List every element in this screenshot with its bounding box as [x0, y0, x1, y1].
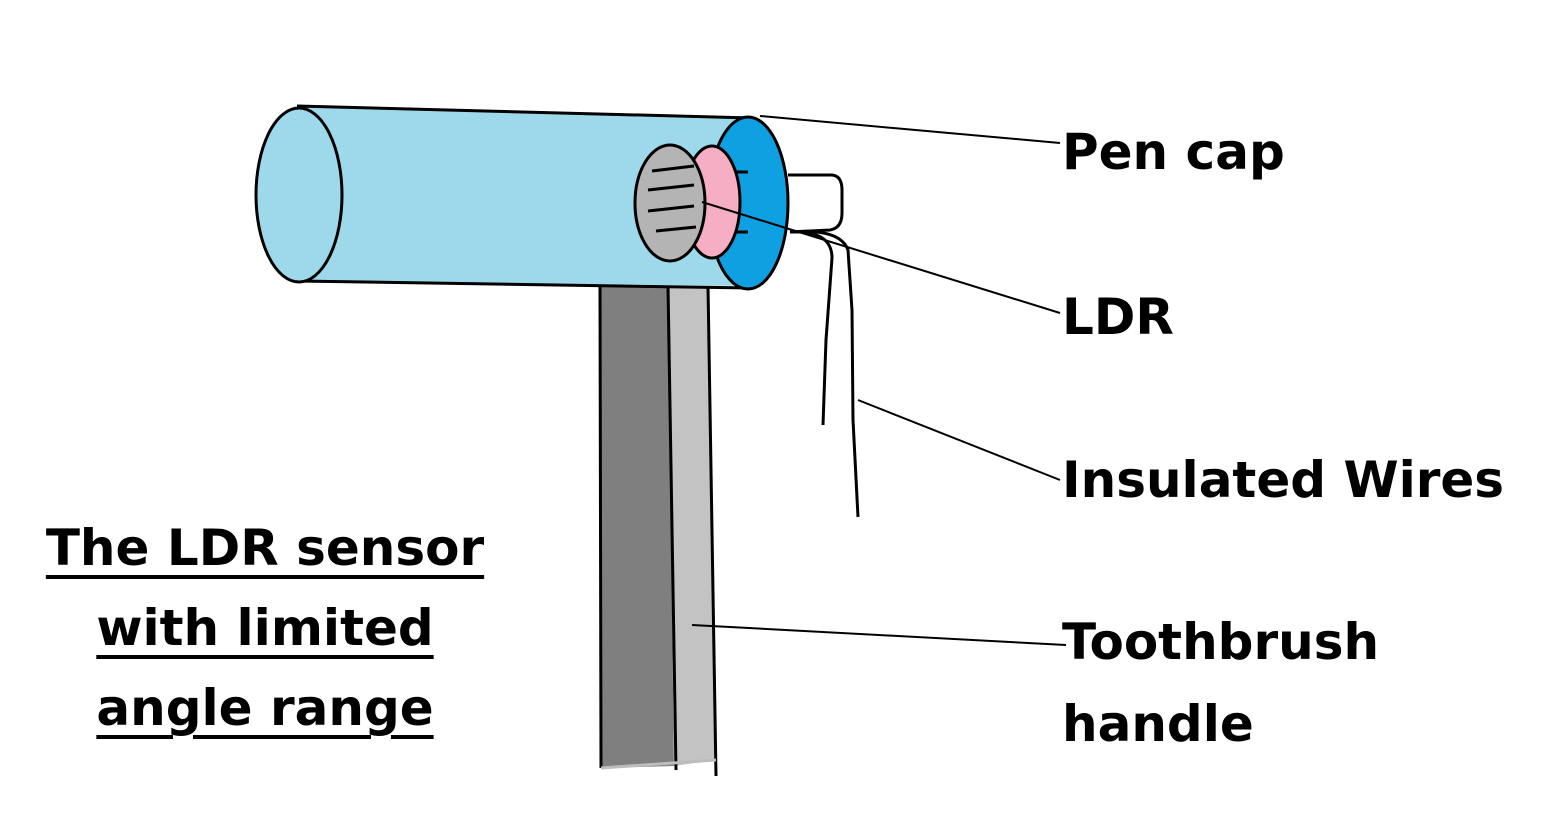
- wire-3: [789, 229, 860, 518]
- leader-ldr: [701, 201, 1061, 314]
- label-ldr: LDR: [1062, 288, 1174, 346]
- wire-2: [789, 230, 834, 426]
- caption: The LDR sensor with limited angle range: [40, 508, 490, 748]
- handle-light-part: [668, 286, 716, 766]
- leader-lines: [691, 115, 1067, 646]
- caption-line-1: The LDR sensor: [45, 519, 485, 577]
- handle-bottom-edge: [600, 758, 717, 770]
- handle-dark-part: [600, 286, 674, 768]
- handle-right-edge: [706, 285, 718, 777]
- caption-line-3: angle range: [96, 679, 434, 737]
- pen-cap-open-end: [254, 106, 344, 284]
- label-toothbrush-line1: Toothbrush: [1062, 613, 1380, 671]
- leader-pen-cap: [759, 115, 1061, 144]
- pen-cap-top-edge: [296, 104, 753, 120]
- ldr-track-2: [647, 183, 695, 192]
- handle-middle-edge: [666, 285, 678, 771]
- label-pen-cap: Pen cap: [1062, 123, 1285, 181]
- ldr-track-4: [655, 225, 697, 233]
- ldr-face: [633, 143, 707, 263]
- toothbrush-handle: [598, 285, 718, 777]
- label-insulated-wires: Insulated Wires: [1062, 451, 1505, 509]
- insulated-wires: [788, 173, 860, 518]
- leader-insulated-wires: [857, 399, 1061, 481]
- label-toothbrush-line2: handle: [1062, 695, 1254, 753]
- ldr-track-1: [651, 164, 695, 173]
- pen-cap: [254, 104, 790, 291]
- pen-cap-bottom-edge: [296, 279, 753, 290]
- pen-cap-body: [299, 106, 750, 286]
- caption-line-2: with limited: [96, 599, 434, 657]
- ldr-track-3: [647, 204, 695, 213]
- wire-1: [788, 173, 844, 234]
- leader-toothbrush-handle: [691, 624, 1067, 646]
- handle-left-edge: [598, 285, 603, 769]
- ldr-component: [633, 143, 748, 263]
